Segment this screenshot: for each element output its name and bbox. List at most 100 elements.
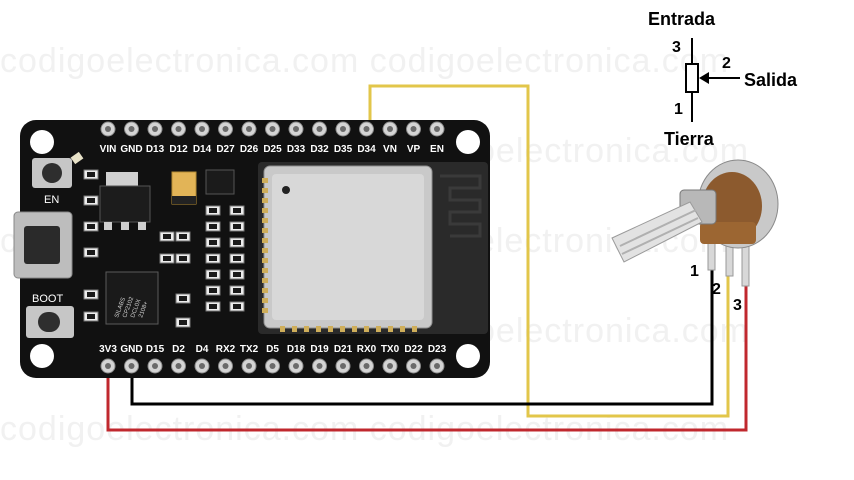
regulator-lead-3 xyxy=(138,222,146,230)
top-pin-hole xyxy=(293,126,299,132)
top-pin-label: GND xyxy=(120,144,142,155)
smd-body xyxy=(209,288,217,293)
bottom-pin-hole xyxy=(387,363,393,369)
top-pin-hole xyxy=(175,126,182,132)
module-pad-bottom xyxy=(412,326,417,332)
module-pad-bottom xyxy=(316,326,321,332)
potentiometer-schematic: Entrada 3 2 Salida 1 Tierra xyxy=(648,9,798,149)
schematic-resistor xyxy=(685,63,699,93)
mount-hole-bl xyxy=(30,344,54,368)
smd-body xyxy=(179,320,187,325)
bottom-pin-label: D18 xyxy=(287,344,306,355)
module-pad-left xyxy=(262,268,268,273)
top-pin-hole xyxy=(269,126,276,132)
top-pin-label: D32 xyxy=(310,144,329,155)
bottom-pin-hole xyxy=(246,363,252,369)
bottom-pin-hole xyxy=(293,363,299,369)
bottom-pin-hole xyxy=(340,363,346,369)
regulator-lead-2 xyxy=(121,222,129,230)
smd-body xyxy=(233,208,241,213)
top-pin-label: D34 xyxy=(357,144,376,155)
top-pin-label: D35 xyxy=(334,144,353,155)
module-pad-left xyxy=(262,218,268,223)
module-pad-bottom xyxy=(292,326,297,332)
smd-body xyxy=(87,292,95,297)
mount-hole-br xyxy=(456,344,480,368)
smd-body xyxy=(163,234,171,239)
smd-body xyxy=(209,304,217,309)
module-pad-left xyxy=(262,208,268,213)
smd-body xyxy=(179,234,187,239)
wifi-module-shield-top xyxy=(272,174,424,320)
smd-body xyxy=(179,256,187,261)
status-led xyxy=(70,151,84,165)
watermark-row-1: codigoelectronica.com codigoelectronica.… xyxy=(0,42,729,80)
bottom-pin-hole xyxy=(222,363,229,369)
top-pin-label: D27 xyxy=(216,144,235,155)
smd-body xyxy=(233,288,241,293)
smd-body xyxy=(87,172,95,177)
top-pin-hole xyxy=(363,126,370,132)
top-pin-label: D13 xyxy=(146,144,165,155)
ground-wire xyxy=(130,266,714,406)
pot-pin2-label: 2 xyxy=(712,281,721,298)
bottom-pin-hole xyxy=(316,363,323,369)
pot-pin3-label: 3 xyxy=(733,297,742,314)
bottom-pin-hole xyxy=(175,363,182,369)
smd-body xyxy=(233,304,241,309)
bottom-pin-label: D23 xyxy=(428,344,447,355)
top-pin-hole xyxy=(246,126,252,132)
top-pin-hole xyxy=(152,126,158,132)
top-pin-hole xyxy=(105,126,111,132)
module-pad-left xyxy=(262,308,268,313)
module-pads xyxy=(262,178,417,332)
top-pin-hole xyxy=(340,126,346,132)
smd-body xyxy=(209,272,217,277)
bottom-pin-label: D2 xyxy=(172,344,185,355)
module-pad-bottom xyxy=(352,326,357,332)
mount-hole-tr xyxy=(456,130,480,154)
wires xyxy=(106,84,748,432)
module-pad-bottom xyxy=(376,326,381,332)
module-pad-bottom xyxy=(388,326,393,332)
top-pin-label: D26 xyxy=(240,144,259,155)
usb-uart-chip xyxy=(105,271,159,325)
bottom-pin-label: TX2 xyxy=(240,344,259,355)
pot-leg-3 xyxy=(741,243,750,287)
en-button-label: EN xyxy=(44,194,59,206)
top-pin-label: D12 xyxy=(169,144,188,155)
power-wire xyxy=(106,286,748,432)
pcb-antenna xyxy=(440,174,482,238)
top-pin-label: D25 xyxy=(263,144,282,155)
top-pin-label: VN xyxy=(383,144,397,155)
usb-opening xyxy=(24,226,60,264)
top-pin-hole xyxy=(387,126,393,132)
top-pin-hole xyxy=(316,126,323,132)
regulator-tab xyxy=(106,172,138,186)
top-pin-hole xyxy=(434,126,440,132)
input-label: Entrada xyxy=(648,9,716,29)
bottom-pin-hole xyxy=(434,363,440,369)
pot-shaft-line-1 xyxy=(619,209,697,247)
bottom-pin-header xyxy=(100,358,445,374)
top-pin-label: VP xyxy=(407,144,421,155)
bottom-pin-hole xyxy=(105,363,111,369)
bottom-pin-label: RX0 xyxy=(357,344,377,355)
smd-body xyxy=(163,256,171,261)
bottom-pin-hole xyxy=(128,363,135,369)
regulator-lead-1 xyxy=(104,222,112,230)
bottom-pin-label: TX0 xyxy=(381,344,400,355)
bottom-pin-label: RX2 xyxy=(216,344,236,355)
smd-body xyxy=(233,224,241,229)
smd-body xyxy=(87,314,95,319)
bottom-pin-hole xyxy=(410,363,417,369)
top-pin-hole xyxy=(199,126,205,132)
module-pad-left xyxy=(262,298,268,303)
module-pad-left xyxy=(262,278,268,283)
signal-wire xyxy=(368,84,730,418)
pot-terminal-board xyxy=(700,222,756,244)
ground-label: Tierra xyxy=(664,129,715,149)
top-pin-hole xyxy=(128,126,135,132)
module-pad-left xyxy=(262,238,268,243)
